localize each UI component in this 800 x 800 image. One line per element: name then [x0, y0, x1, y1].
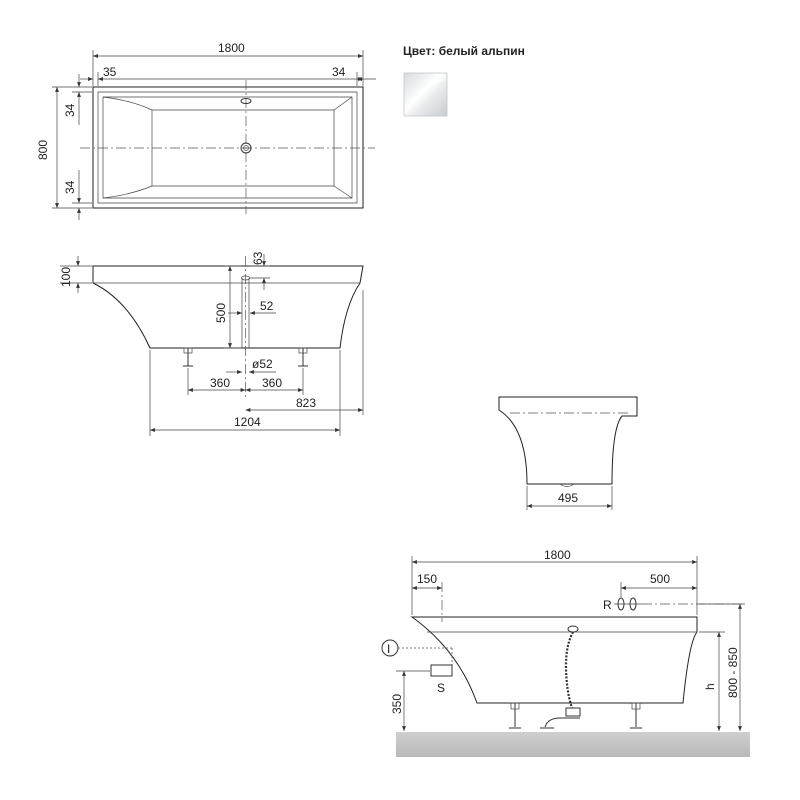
installation-view: 1800 150 500 R I S 350 h 800 - 850	[381, 548, 750, 757]
install-s-box	[430, 664, 453, 677]
end-view: 495	[498, 396, 638, 510]
side-view: 100 63 500 52 ø52 360 360 823 120	[59, 251, 364, 436]
side-bottom-length-label: 1204	[234, 415, 261, 429]
end-bottom-width-label: 495	[558, 491, 578, 505]
install-height-range-label: 800 - 850	[726, 647, 740, 698]
install-i-label: I	[387, 642, 390, 656]
install-r-label: R	[603, 598, 612, 612]
side-leg-right-label: 360	[262, 376, 282, 390]
install-350-label: 350	[390, 694, 404, 714]
side-depth-label: 500	[214, 303, 228, 323]
side-leg-left-label: 360	[210, 376, 230, 390]
side-to-end-label: 823	[296, 396, 316, 410]
side-rim-label: 100	[59, 267, 73, 287]
top-lower-offset-label: 34	[63, 180, 77, 194]
floor	[396, 732, 750, 757]
install-offset-left-label: 150	[417, 572, 437, 586]
install-length-label: 1800	[544, 548, 571, 562]
color-label: Цвет: белый альпин	[403, 44, 525, 58]
side-overflow-label: 63	[251, 251, 265, 265]
side-pipe-label: 52	[260, 299, 274, 313]
top-upper-offset-label: 34	[63, 103, 77, 117]
top-left-offset-label: 35	[103, 65, 117, 79]
top-width-label: 800	[36, 140, 50, 160]
install-offset-right-label: 500	[650, 572, 670, 586]
install-h-label: h	[703, 683, 717, 690]
top-length-label: 1800	[218, 41, 245, 55]
top-right-offset-label: 34	[332, 65, 346, 79]
top-view: 1800 35 34 800 34 34	[36, 41, 376, 220]
side-drain-diameter-label: ø52	[252, 357, 273, 371]
install-s-label: S	[437, 681, 445, 695]
